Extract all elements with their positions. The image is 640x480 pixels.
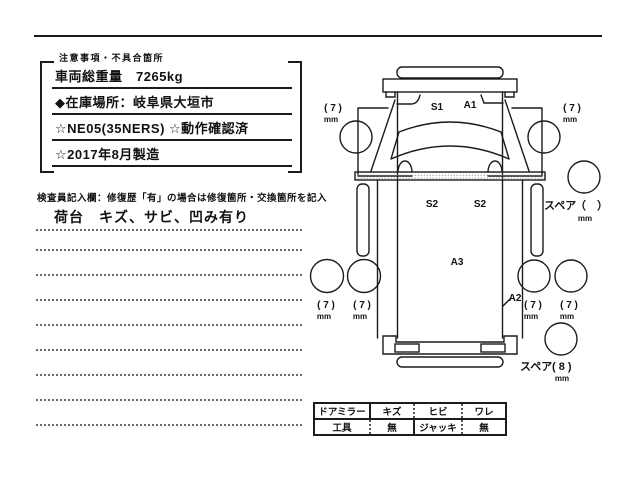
damage-code-a2: A2 — [509, 293, 522, 304]
body-side-lines — [396, 91, 504, 339]
equipment-cell-tools-none: 無 — [370, 419, 415, 435]
damage-code-a1: A1 — [464, 100, 477, 111]
ruled-line — [36, 424, 302, 426]
ruled-line — [36, 349, 302, 351]
tire-unit-rear-left-outer: mm — [317, 312, 331, 321]
ruled-line — [36, 399, 302, 401]
front-left-tire — [339, 120, 373, 154]
rear-right-outer-tire — [554, 259, 588, 293]
tail-light-right — [480, 343, 506, 353]
equipment-cell-crack: ヒビ — [414, 403, 463, 420]
equipment-cell-break: ワレ — [462, 403, 506, 420]
spare-upper-value: （ ） — [575, 199, 608, 212]
ruled-line — [36, 229, 302, 231]
damage-code-s1: S1 — [431, 102, 444, 113]
bed-front-wall — [354, 171, 546, 181]
ruled-line — [36, 249, 302, 251]
cab-cowl — [382, 78, 518, 93]
ruled-line — [36, 299, 302, 301]
tire-depth-front-left: ( 7 ) — [324, 103, 342, 114]
windshield — [390, 121, 510, 160]
dash-line-right — [480, 94, 504, 104]
ruled-line — [36, 274, 302, 276]
tire-depth-rear-left-outer: ( 7 ) — [317, 300, 335, 311]
notes-lines: 車両総重量 7265kg ◆在庫場所：岐阜県大垣市 ☆NE05(35NERS) … — [52, 63, 292, 167]
rear-right-inner-tire — [517, 259, 551, 293]
tail-light-left — [394, 343, 420, 353]
tire-unit-front-left: mm — [324, 115, 338, 124]
a2-pointer-line — [502, 297, 512, 307]
rear-left-inner-tire — [346, 258, 382, 294]
damage-code-s2-left: S2 — [426, 199, 439, 210]
front-right-tire — [527, 120, 561, 154]
ruled-line — [36, 324, 302, 326]
equipment-cell-jack-none: 無 — [479, 423, 489, 434]
tire-unit-rear-right-outer: mm — [560, 312, 574, 321]
equipment-cell-door-mirror: ドアミラー — [314, 403, 371, 420]
equipment-cell-scratch: キズ — [370, 403, 415, 420]
tire-unit-front-right: mm — [563, 115, 577, 124]
notes-bracket-right — [288, 61, 302, 173]
rear-left-outer-tire — [309, 258, 345, 294]
dash-line-left — [396, 94, 421, 105]
bed-outer-walls — [376, 179, 524, 339]
ruled-line — [36, 374, 302, 376]
spare-tire-upper — [567, 160, 601, 194]
equipment-table: ドアミラー キズ ヒビ ワレ 工具 無 ジャッキ 無 — [313, 402, 507, 436]
front-bumper — [396, 66, 504, 79]
cab-cowl-tabs — [385, 91, 515, 98]
front-right-fender — [487, 99, 543, 177]
equipment-cell-jack: ジャッキ — [414, 419, 463, 435]
damage-code-s2-right: S2 — [474, 199, 487, 210]
tire-unit-rear-right-inner: mm — [524, 312, 538, 321]
spare-upper-unit: mm — [578, 214, 592, 223]
rear-bumper — [382, 335, 518, 355]
spare-tire-lower — [544, 322, 578, 356]
notes-line-built: ☆2017年8月製造 — [52, 141, 292, 167]
spare-lower-unit: mm — [555, 374, 569, 383]
equipment-cell-tools: 工具 — [314, 419, 371, 435]
defect-entry: 荷台 キズ、サビ、凹み有り — [54, 209, 249, 225]
notes-line-check: ☆NE05(35NERS) ☆動作確認済 — [52, 115, 292, 141]
equipment-table-wrap: ドアミラー キズ ヒビ ワレ 工具 無 ジャッキ 無 — [313, 402, 507, 436]
notes-line-location: ◆在庫場所：岐阜県大垣市 — [52, 89, 292, 115]
tire-depth-rear-right-outer: ( 7 ) — [560, 300, 578, 311]
wheel-arches — [397, 160, 503, 173]
tire-depth-rear-right-inner: ( 7 ) — [524, 300, 542, 311]
notes-title: 注意事項・不具合箇所 — [59, 53, 165, 63]
tire-depth-front-right: ( 7 ) — [563, 103, 581, 114]
inspector-header: 検査員記入欄：修復歴「有」の場合は修復箇所・交換箇所を記入 — [37, 193, 328, 204]
left-side-guard — [356, 183, 370, 257]
spare-lower-value: ( 8 ) — [552, 361, 572, 373]
notes-bracket-left — [40, 61, 54, 173]
tire-depth-rear-left-inner: ( 7 ) — [353, 300, 371, 311]
front-left-fender — [357, 99, 413, 177]
top-divider — [34, 35, 602, 37]
spare-upper-label: スペア — [544, 199, 576, 212]
damage-code-a3: A3 — [451, 257, 464, 268]
tire-unit-rear-left-inner: mm — [353, 312, 367, 321]
rear-lower-bar — [396, 356, 504, 368]
spare-lower-label: スペア — [520, 360, 552, 373]
notes-line-weight: 車両総重量 7265kg — [52, 63, 292, 89]
right-side-guard — [530, 183, 544, 257]
